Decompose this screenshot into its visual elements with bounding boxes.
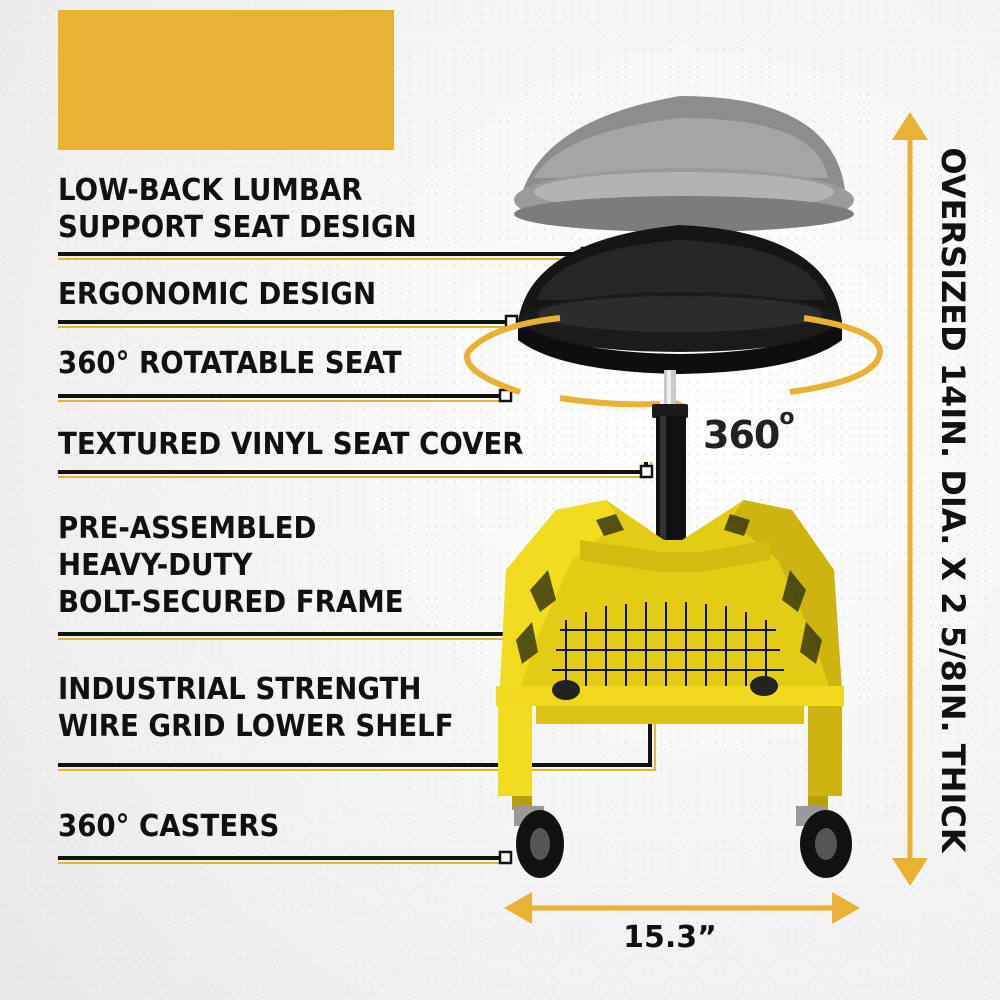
casters — [514, 676, 852, 878]
leader-marker-casters — [498, 850, 513, 865]
black-seat-image — [518, 225, 842, 374]
feature-rotatable-seat: 360° ROTATABLE SEAT — [58, 346, 402, 381]
seat-post — [652, 370, 688, 540]
width-dimension-label: 15.3” — [623, 920, 717, 955]
height-dimension-arrow — [892, 112, 928, 886]
rotation-label: 360o — [703, 405, 794, 457]
gray-seat-image — [514, 96, 854, 232]
feature-casters: 360° CASTERS — [58, 809, 280, 844]
feature-lumbar-support: LOW-BACK LUMBAR SUPPORT SEAT DESIGN — [58, 173, 417, 245]
feature-vinyl-cover: TEXTURED VINYL SEAT COVER — [58, 427, 524, 462]
feature-wire-shelf: INDUSTRIAL STRENGTH WIRE GRID LOWER SHEL… — [58, 672, 454, 744]
brand-color-block — [58, 10, 394, 150]
feature-ergonomic: ERGONOMIC DESIGN — [58, 277, 377, 312]
height-dimension-label: OVERSIZED 14IN. DIA. X 2 5/8IN. THICK — [934, 147, 972, 853]
height-dimension: OVERSIZED 14IN. DIA. X 2 5/8IN. THICK — [918, 130, 988, 870]
leader-marker-vinyl — [639, 464, 654, 479]
width-dimension-arrow — [504, 892, 860, 924]
yellow-frame — [496, 500, 844, 810]
leader-marker-rotatable — [498, 388, 513, 403]
feature-frame: PRE-ASSEMBLED HEAVY-DUTY BOLT-SECURED FR… — [58, 511, 404, 620]
leader-line-shelf — [58, 712, 652, 767]
